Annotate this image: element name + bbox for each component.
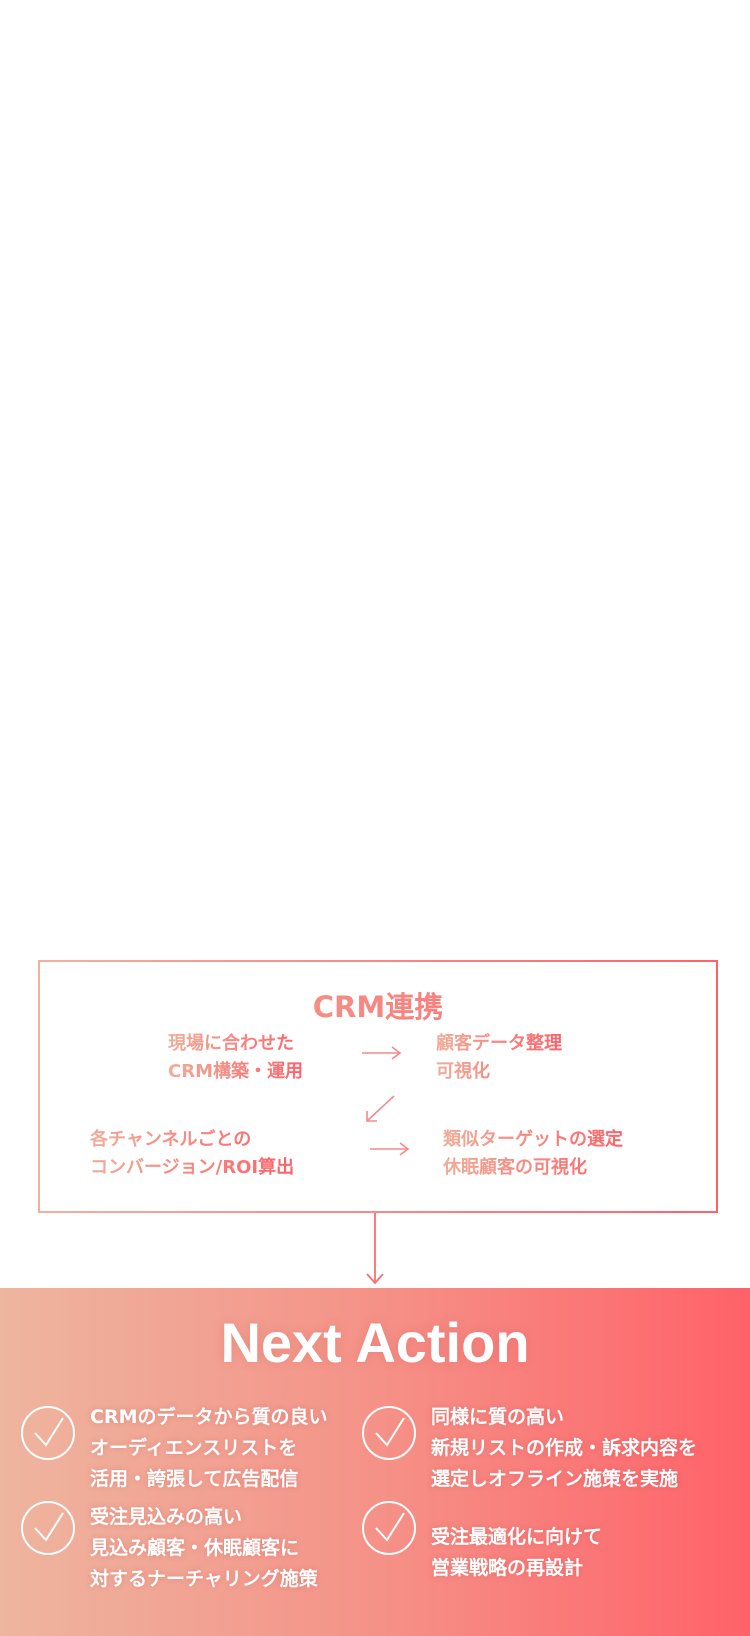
check-circle-icon — [362, 1406, 416, 1460]
step-line: 各チャンネルごとの — [90, 1129, 252, 1150]
next-action-title: Next Action — [220, 1311, 530, 1374]
step-data-organize: 顧客データ整理 可視化 — [436, 1030, 562, 1086]
step-crm-build: 現場に合わせた CRM構築・運用 — [168, 1030, 303, 1086]
step-line: 可視化 — [436, 1061, 490, 1082]
crm-title: CRM連携 — [40, 984, 716, 1026]
step-line: 顧客データ整理 — [436, 1033, 562, 1054]
step-line: CRM構築・運用 — [168, 1061, 303, 1082]
arrow-down-left-icon — [366, 1095, 395, 1122]
action-line: 受注最適化に向けて — [431, 1526, 603, 1548]
arrow-down-icon — [366, 1213, 384, 1285]
arrow-right-icon — [370, 1142, 410, 1156]
step-similar-target: 類似ターゲットの選定 休眠顧客の可視化 — [443, 1126, 623, 1182]
step-line: 休眠顧客の可視化 — [443, 1157, 587, 1178]
action-line: 同様に質の高い — [431, 1406, 565, 1428]
check-circle-icon — [21, 1501, 75, 1555]
action-item: CRMのデータから質の良い オーディエンスリストを 活用・誇張して広告配信 — [20, 1405, 327, 1495]
action-line: 見込み顧客・休眠顧客に — [90, 1537, 300, 1559]
crm-integration-box: CRM連携 現場に合わせた CRM構築・運用 顧客データ整理 可視化 各チャンネ… — [38, 960, 718, 1213]
action-line: オーディエンスリストを — [90, 1437, 298, 1459]
action-line: 選定しオフライン施策を実施 — [431, 1468, 679, 1490]
step-line: コンバージョン/ROI算出 — [90, 1157, 295, 1178]
check-circle-icon — [21, 1406, 75, 1460]
action-line: 新規リストの作成・訴求内容を — [431, 1437, 698, 1459]
next-action-section: Next Action CRMのデータから質の良い オーディエンスリストを 活用… — [0, 1288, 750, 1636]
action-line: 活用・誇張して広告配信 — [90, 1468, 299, 1490]
action-line: 対するナーチャリング施策 — [90, 1568, 318, 1590]
action-line: 営業戦略の再設計 — [431, 1557, 584, 1579]
action-line: 受注見込みの高い — [90, 1506, 243, 1528]
action-item: 受注見込みの高い 見込み顧客・休眠顧客に 対するナーチャリング施策 — [20, 1500, 318, 1595]
step-line: 現場に合わせた — [168, 1033, 294, 1054]
arrow-right-icon — [362, 1046, 402, 1060]
action-item: 同様に質の高い 新規リストの作成・訴求内容を 選定しオフライン施策を実施 — [361, 1405, 697, 1495]
check-circle-icon — [362, 1501, 416, 1555]
action-item: 受注最適化に向けて 営業戦略の再設計 — [361, 1500, 602, 1584]
step-conversion-roi: 各チャンネルごとの コンバージョン/ROI算出 — [90, 1126, 294, 1182]
action-line: CRMのデータから質の良い — [90, 1406, 328, 1428]
step-line: 類似ターゲットの選定 — [443, 1129, 623, 1150]
